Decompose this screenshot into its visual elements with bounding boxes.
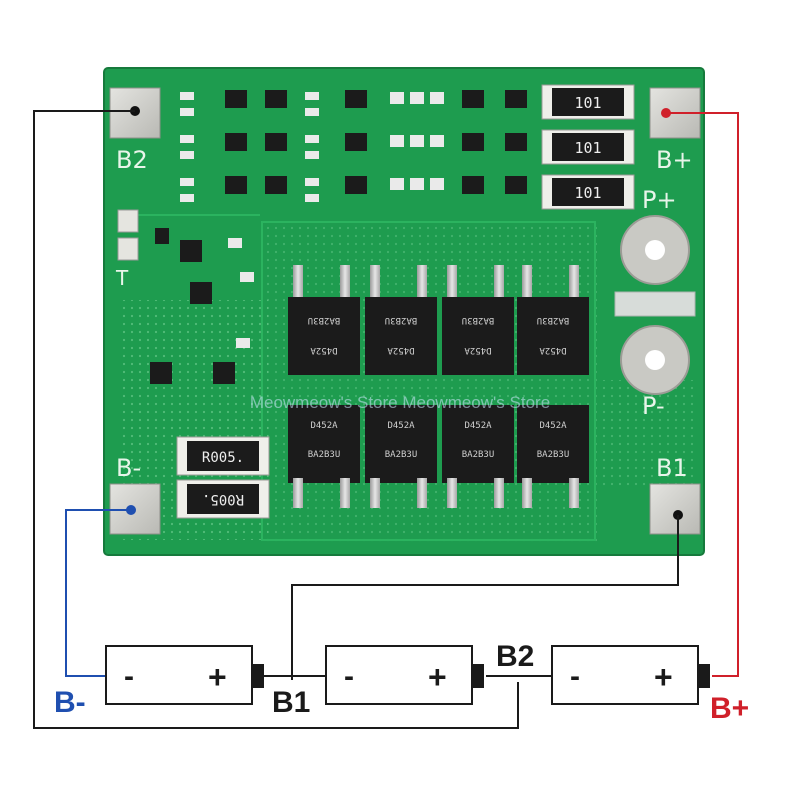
mosfet-top-4-part: D452A bbox=[539, 345, 567, 355]
mosfet-top-4-code: BA2B3U bbox=[537, 315, 570, 325]
mosfet-bottom-2: D452A BA2B3U bbox=[365, 405, 437, 508]
copper-strip bbox=[614, 291, 696, 317]
mosfet-top-1-part: D452A bbox=[310, 345, 338, 355]
shunt-resistor-2: R005. bbox=[176, 479, 270, 519]
silk-p-plus: P+ bbox=[642, 186, 677, 214]
battery-cell-2: - + bbox=[325, 645, 484, 705]
mosfet-top-2: BA2B3U D452A bbox=[365, 265, 437, 375]
battery-3-minus: - bbox=[570, 660, 580, 693]
wiring bbox=[33, 110, 739, 729]
mosfet-row-bottom: D452A BA2B3U D452A BA2B3U D452A BA2B3U D… bbox=[288, 405, 589, 508]
pad-b2 bbox=[109, 87, 161, 139]
battery-cell-1: - + bbox=[105, 645, 264, 705]
mosfet-bottom-4-part: D452A bbox=[539, 421, 567, 431]
pad-b1 bbox=[649, 483, 701, 535]
label-b1: B1 bbox=[272, 686, 310, 719]
resistor-1-label: 101 bbox=[574, 94, 601, 112]
label-b-plus: B+ bbox=[710, 692, 749, 725]
label-b-minus: B- bbox=[54, 686, 86, 719]
shunt-resistor-1-label: R005. bbox=[202, 450, 244, 466]
mosfet-row-top: BA2B3U D452A BA2B3U D452A BA2B3U D452A B… bbox=[288, 265, 589, 375]
wiring-labels: B- B1 B2 B+ bbox=[54, 640, 749, 725]
mosfet-bottom-4: D452A BA2B3U bbox=[517, 405, 589, 508]
silk-b1: B1 bbox=[656, 454, 688, 482]
silk-b-plus: B+ bbox=[656, 146, 693, 174]
mosfet-top-4: BA2B3U D452A bbox=[517, 265, 589, 375]
mosfet-top-1-code: BA2B3U bbox=[308, 315, 341, 325]
wire-b-plus bbox=[666, 112, 739, 677]
mosfet-bottom-1-code: BA2B3U bbox=[308, 450, 341, 460]
shunt-resistor-2-label: R005. bbox=[202, 491, 244, 507]
mosfet-top-2-code: BA2B3U bbox=[385, 315, 418, 325]
mosfet-bottom-1: D452A BA2B3U bbox=[288, 405, 360, 508]
battery-1-plus: + bbox=[208, 659, 227, 695]
watermark: Meowmeow's Store Meowmeow's Store bbox=[250, 393, 550, 412]
resistor-1: 101 bbox=[541, 84, 635, 120]
mosfet-bottom-4-code: BA2B3U bbox=[537, 450, 570, 460]
label-b2: B2 bbox=[496, 640, 534, 673]
mounting-hole-p-minus bbox=[620, 325, 690, 395]
battery-1-minus: - bbox=[124, 660, 134, 693]
resistor-2-label: 101 bbox=[574, 139, 601, 157]
mosfet-bottom-2-code: BA2B3U bbox=[385, 450, 418, 460]
resistor-3: 101 bbox=[541, 174, 635, 210]
battery-cell-3: - + bbox=[551, 645, 710, 705]
mosfet-bottom-3: D452A BA2B3U bbox=[442, 405, 514, 508]
mosfet-bottom-3-part: D452A bbox=[464, 421, 492, 431]
mosfet-top-3: BA2B3U D452A bbox=[442, 265, 514, 375]
silkscreen-labels: B2 B+ P+ T P- B- B1 bbox=[115, 146, 693, 482]
mosfet-top-1: BA2B3U D452A bbox=[288, 265, 360, 375]
battery-3-plus: + bbox=[654, 659, 673, 695]
silk-b2: B2 bbox=[116, 146, 148, 174]
mounting-hole-p-plus bbox=[620, 215, 690, 285]
silk-t: T bbox=[115, 266, 129, 290]
wire-b-minus bbox=[65, 509, 131, 677]
wire-b1 bbox=[291, 515, 679, 680]
mosfet-top-3-code: BA2B3U bbox=[462, 315, 495, 325]
resistor-2: 101 bbox=[541, 129, 635, 165]
silk-b-minus: B- bbox=[116, 454, 141, 482]
wire-b2 bbox=[33, 110, 519, 729]
shunt-resistor-1: R005. bbox=[176, 436, 270, 476]
battery-2-plus: + bbox=[428, 659, 447, 695]
mosfet-top-2-part: D452A bbox=[387, 345, 415, 355]
mosfet-top-3-part: D452A bbox=[464, 345, 492, 355]
silk-p-minus: P- bbox=[642, 392, 665, 420]
control-ic-rows bbox=[180, 90, 527, 202]
battery-2-minus: - bbox=[344, 660, 354, 693]
mosfet-bottom-3-code: BA2B3U bbox=[462, 450, 495, 460]
left-small-components bbox=[117, 209, 254, 384]
mosfet-bottom-1-part: D452A bbox=[310, 421, 338, 431]
resistor-3-label: 101 bbox=[574, 184, 601, 202]
mosfet-bottom-2-part: D452A bbox=[387, 421, 415, 431]
